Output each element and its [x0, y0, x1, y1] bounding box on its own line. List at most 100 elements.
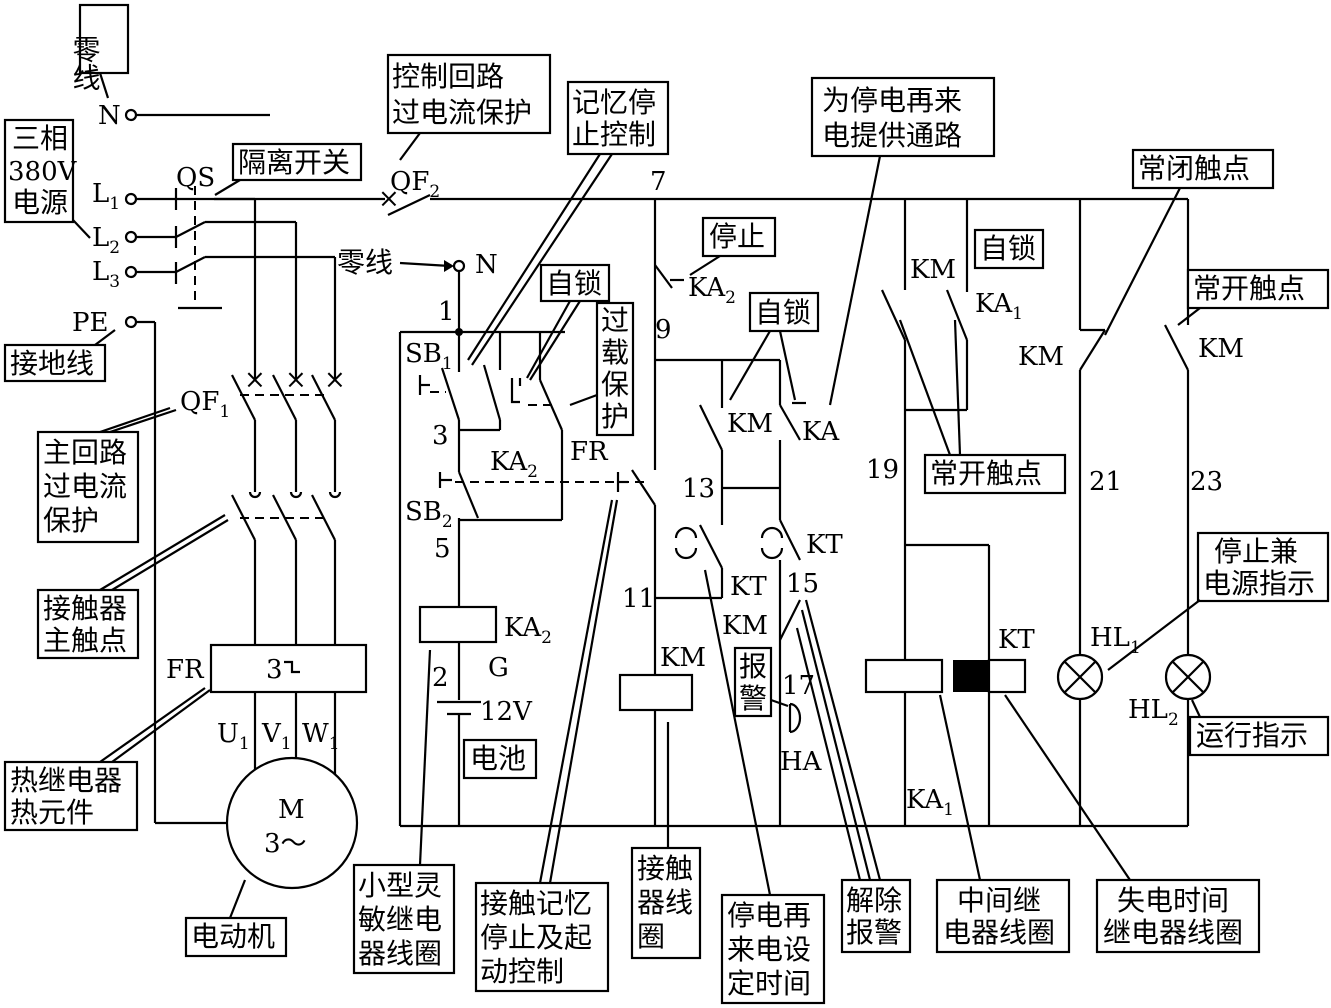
- svg-text:电源: 电源: [12, 186, 68, 219]
- svg-text:×: ×: [378, 184, 400, 214]
- svg-text:接触记忆: 接触记忆: [480, 887, 592, 920]
- label-ka1-top: KA1: [975, 289, 1023, 324]
- svg-text:停止: 停止: [709, 220, 765, 253]
- svg-text:继电器线圈: 继电器线圈: [1103, 916, 1243, 949]
- svg-text:载: 载: [601, 336, 629, 369]
- label-l1: L1: [92, 179, 120, 214]
- callout-relay-coil: [352, 863, 456, 975]
- node-17: 17: [782, 671, 815, 701]
- svg-text:热元件: 热元件: [10, 796, 94, 829]
- label-n-mid: N: [475, 250, 498, 280]
- svg-text:保: 保: [601, 368, 629, 401]
- svg-text:自锁: 自锁: [546, 267, 602, 300]
- svg-text:×: ×: [324, 365, 346, 395]
- label-l3: L3: [92, 257, 120, 292]
- svg-text:解除: 解除: [846, 884, 902, 917]
- svg-text:器线圈: 器线圈: [358, 937, 442, 970]
- svg-text:来电设: 来电设: [727, 933, 811, 966]
- label-fr-ctrl: FR: [570, 437, 609, 467]
- svg-text:失电时间: 失电时间: [1117, 884, 1229, 917]
- callout-motor: [184, 916, 288, 958]
- svg-text:动控制: 动控制: [480, 955, 564, 988]
- node-2: 2: [432, 663, 449, 693]
- svg-text:自锁: 自锁: [980, 232, 1036, 265]
- callout-no-contact-1: [923, 453, 1067, 495]
- callout-neutral-arrow: 零线: [337, 246, 393, 279]
- callout-three-phase: [3, 118, 75, 224]
- callout-restore-path: [810, 76, 996, 158]
- svg-text:运行指示: 运行指示: [1196, 719, 1308, 752]
- label-hl2: HL2: [1128, 695, 1179, 730]
- svg-text:电器线圈: 电器线圈: [943, 916, 1055, 949]
- callout-memory-stop: [566, 80, 670, 156]
- svg-text:停止及起: 停止及起: [480, 921, 592, 954]
- node-19: 19: [866, 455, 899, 485]
- svg-text:主回路: 主回路: [43, 436, 127, 469]
- power-section: N L1 L2 L3 QS × × ×: [72, 101, 368, 890]
- callout-no-contact-2: [1186, 268, 1330, 310]
- callout-overload: [595, 301, 635, 437]
- callout-main-protect: [36, 430, 140, 544]
- svg-text:小型灵: 小型灵: [358, 869, 442, 902]
- callout-thermal-elem: [3, 760, 139, 832]
- terminal-n-top: [124, 108, 138, 122]
- callout-memory-start: [474, 881, 610, 993]
- label-km-nc: KM: [1018, 342, 1064, 372]
- svg-text:电提供通路: 电提供通路: [822, 119, 962, 152]
- svg-text:接地线: 接地线: [10, 347, 94, 380]
- svg-text:3: 3: [266, 655, 283, 685]
- svg-text:警: 警: [739, 682, 767, 715]
- thermal-relay-element: [209, 643, 368, 694]
- ka2-coil: [418, 605, 498, 644]
- label-fr-main: FR: [166, 655, 205, 685]
- svg-text:止控制: 止控制: [572, 118, 656, 151]
- callout-mid-relay-coil: [935, 878, 1071, 954]
- label-n-top: N: [98, 101, 121, 131]
- label-km-alarm: KM: [722, 611, 768, 641]
- node-3: 3: [432, 421, 449, 451]
- callout-isolator: [231, 142, 363, 182]
- svg-text:定时间: 定时间: [727, 967, 811, 1000]
- callout-alarm: [733, 646, 773, 718]
- node-11: 11: [622, 584, 655, 614]
- node-15: 15: [786, 569, 819, 599]
- label-kt-coil: KT: [998, 625, 1035, 655]
- node-23: 23: [1190, 467, 1223, 497]
- callout-neutral: 零线: [69, 35, 102, 91]
- callout-battery: [462, 738, 538, 780]
- svg-text:×: ×: [285, 365, 307, 395]
- callout-self-lock-2: [748, 291, 820, 333]
- kt-coil-block: [953, 660, 989, 692]
- label-qf2: QF2: [390, 167, 440, 202]
- svg-text:常开触点: 常开触点: [1193, 272, 1305, 305]
- label-u1: U1: [217, 719, 250, 754]
- callout-nc-contact: [1131, 148, 1275, 190]
- node-5: 5: [434, 534, 451, 564]
- svg-text:器线: 器线: [637, 886, 693, 919]
- label-ka-selflock: KA: [802, 417, 840, 447]
- svg-text:过电流保护: 过电流保护: [392, 96, 532, 129]
- label-km-no: KM: [1198, 334, 1244, 364]
- node-9: 9: [655, 315, 672, 345]
- svg-text:×: ×: [244, 365, 266, 395]
- callout-time-relay-coil: [1095, 878, 1261, 954]
- label-ka2-coil: KA2: [504, 613, 552, 648]
- label-w1: W1: [302, 719, 340, 754]
- callout-ground: [3, 343, 107, 383]
- callout-self-lock-1: [539, 263, 611, 303]
- svg-text:停止兼: 停止兼: [1214, 535, 1298, 568]
- svg-text:保护: 保护: [43, 504, 99, 537]
- label-hl1: HL1: [1090, 623, 1141, 658]
- callout-ctrl-protect: [386, 53, 552, 135]
- node-21: 21: [1089, 467, 1122, 497]
- label-sb2: SB2: [405, 497, 453, 532]
- svg-text:圈: 圈: [637, 920, 665, 953]
- svg-text:过: 过: [601, 304, 629, 337]
- svg-text:接触器: 接触器: [43, 592, 127, 625]
- svg-text:报: 报: [739, 650, 767, 683]
- label-kt-nc: KT: [806, 530, 843, 560]
- svg-text:敏继电: 敏继电: [358, 903, 442, 936]
- label-ka2-b: KA2: [688, 273, 736, 308]
- svg-text:常开触点: 常开触点: [930, 457, 1042, 490]
- svg-text:为停电再来: 为停电再来: [822, 84, 962, 117]
